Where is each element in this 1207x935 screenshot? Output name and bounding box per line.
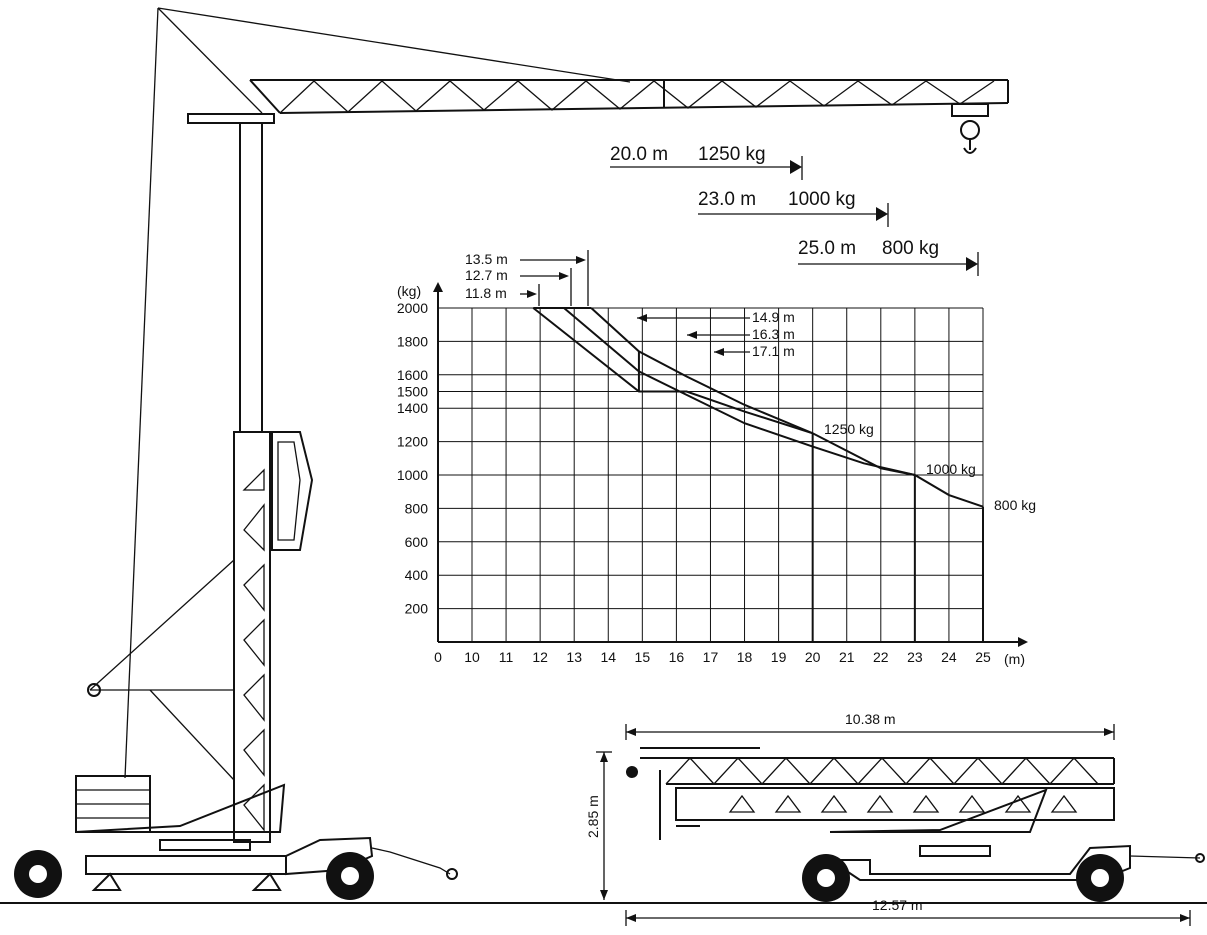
dim-jib-length: 10.38 m — [845, 711, 896, 727]
y-tick-label: 600 — [405, 534, 429, 550]
annotation-12-7: 12.7 m — [465, 267, 508, 283]
series-label-800: 800 kg — [994, 497, 1036, 513]
wheel-icon — [802, 854, 850, 902]
y-tick-label: 1500 — [397, 384, 428, 400]
radius-callouts: 20.0 m 1250 kg 23.0 m 1000 kg 25.0 m 800… — [610, 144, 979, 276]
callout-20m: 20.0 m 1250 kg — [610, 144, 803, 180]
chart-curves — [532, 307, 984, 642]
callout-radius: 25.0 m — [798, 238, 856, 259]
x-tick-label: 22 — [873, 649, 889, 665]
y-unit-label: (kg) — [397, 283, 421, 299]
x-tick-label: 10 — [464, 649, 480, 665]
y-tick-label: 200 — [405, 601, 429, 617]
erected-crane — [0, 7, 1207, 904]
load-curve-1250-kg — [532, 307, 813, 435]
x-tick-label: 0 — [434, 649, 442, 665]
lower-mast — [233, 431, 271, 843]
y-tick-label: 1000 — [397, 467, 428, 483]
x-tick-label: 18 — [737, 649, 753, 665]
wheel-icon — [326, 852, 374, 900]
x-tick-label: 24 — [941, 649, 957, 665]
y-tick-label: 2000 — [397, 300, 428, 316]
x-tick-label: 17 — [703, 649, 719, 665]
x-tick-label: 20 — [805, 649, 821, 665]
callout-load: 1250 kg — [698, 144, 766, 165]
load-curve-800-kg — [590, 307, 984, 508]
x-tick-label: 14 — [600, 649, 616, 665]
y-tick-label: 1400 — [397, 400, 428, 416]
x-tick-label: 11 — [499, 649, 514, 665]
dim-height: 2.85 m — [585, 795, 601, 838]
y-tick-label: 1800 — [397, 333, 428, 349]
dim-total-length: 12.57 m — [872, 897, 923, 913]
x-unit-label: (m) — [1004, 651, 1025, 667]
x-tick-label: 12 — [532, 649, 548, 665]
wheel-icon — [1076, 854, 1124, 902]
x-tick-label: 23 — [907, 649, 923, 665]
y-tick-label: 400 — [405, 567, 429, 583]
callout-radius: 20.0 m — [610, 144, 668, 165]
wheel-icon — [14, 850, 62, 898]
callout-load: 800 kg — [882, 238, 939, 259]
chart-ticks: 0 10 11 12 13 14 15 16 17 18 19 20 21 22 23 24 25 2000 180… — [397, 300, 991, 665]
x-tick-label: 19 — [771, 649, 787, 665]
chart-grid — [438, 307, 984, 642]
transport-config: 10.38 m 2.85 m 12.57 m — [585, 711, 1205, 926]
y-tick-label: 1600 — [397, 367, 428, 383]
annotation-16-3: 16.3 m — [752, 326, 795, 342]
jib — [249, 79, 1009, 114]
annotation-11-8: 11.8 m — [465, 285, 507, 301]
load-chart: 0 10 11 12 13 14 15 16 17 18 19 20 21 22 23 24 25 2000 180… — [397, 250, 1036, 667]
counterweight — [75, 775, 151, 833]
callout-25m: 25.0 m 800 kg — [798, 238, 979, 276]
series-label-1250: 1250 kg — [824, 421, 874, 437]
y-tick-label: 800 — [405, 500, 429, 516]
annotation-14-9: 14.9 m — [752, 309, 795, 325]
hook-icon — [951, 103, 989, 154]
annotation-17-1: 17.1 m — [752, 343, 795, 359]
callout-23m: 23.0 m 1000 kg — [698, 189, 889, 227]
y-tick-label: 1200 — [397, 434, 428, 450]
series-label-1000: 1000 kg — [926, 461, 976, 477]
chart-axes — [433, 282, 1028, 647]
x-axis-arrow — [1018, 637, 1028, 647]
y-axis-arrow — [433, 282, 443, 292]
annotation-13-5: 13.5 m — [465, 251, 508, 267]
callout-radius: 23.0 m — [698, 189, 756, 210]
x-tick-label: 21 — [839, 649, 855, 665]
x-tick-label: 25 — [975, 649, 991, 665]
x-tick-label: 15 — [635, 649, 651, 665]
x-tick-label: 13 — [566, 649, 582, 665]
callout-load: 1000 kg — [788, 189, 856, 210]
x-tick-label: 16 — [669, 649, 685, 665]
